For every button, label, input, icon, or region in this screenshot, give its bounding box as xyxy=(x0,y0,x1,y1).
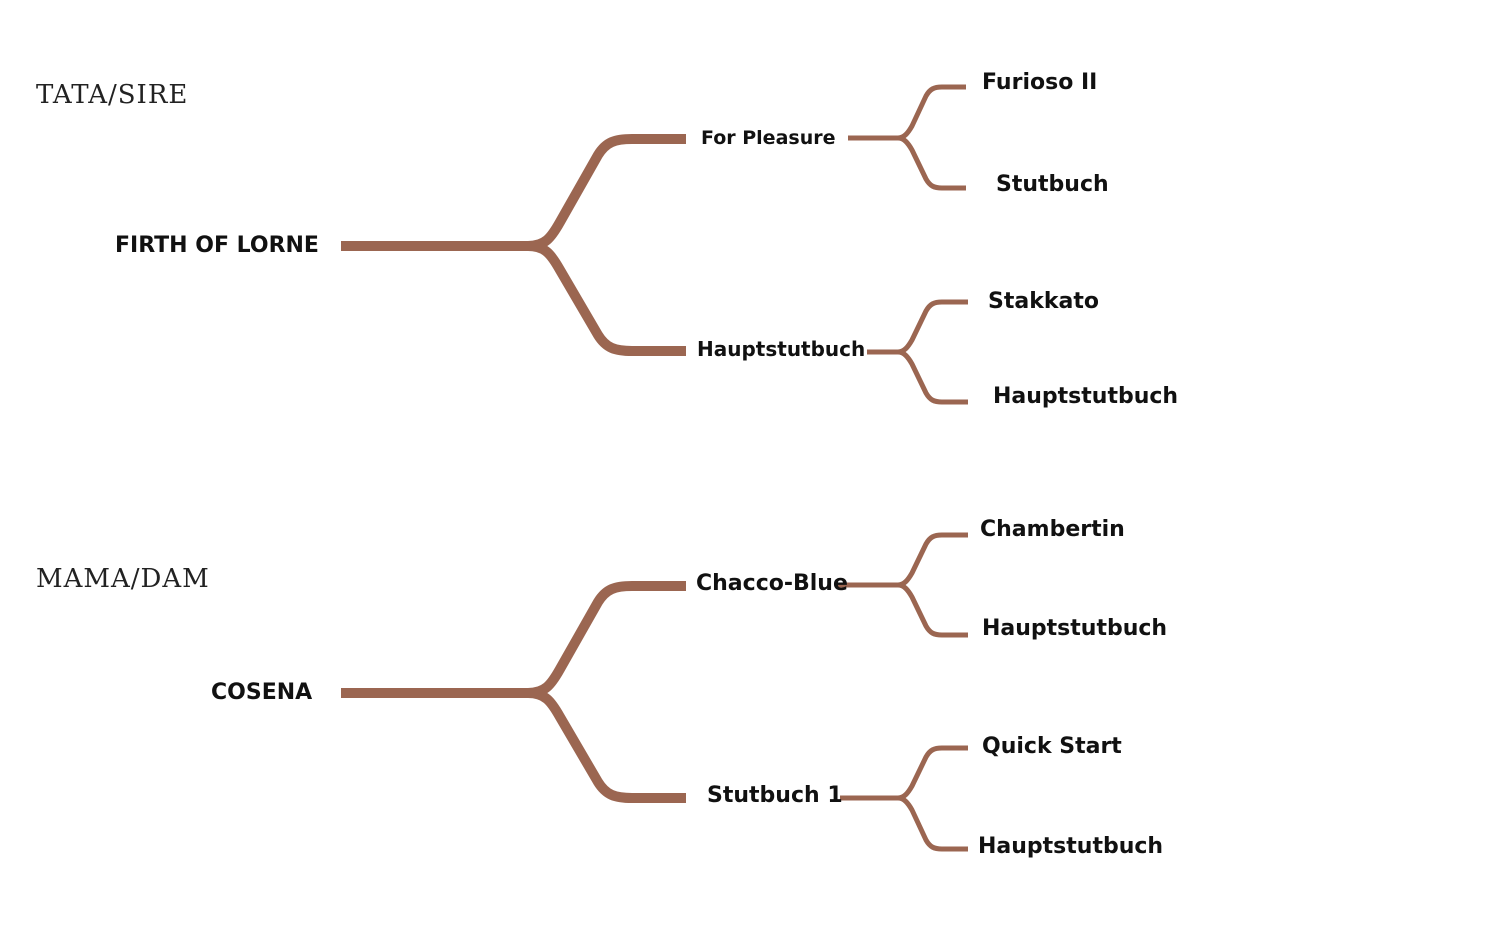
sire-root-lower-branch xyxy=(341,241,686,356)
sire-grandparent-2-name: Stutbuch xyxy=(996,172,1109,197)
dam-grandparent-3-name: Quick Start xyxy=(982,734,1122,759)
dam-root-upper-branch xyxy=(341,581,686,698)
dam-section-label: MAMA/DAM xyxy=(36,564,210,594)
dam-grandparent-2-name: Hauptstutbuch xyxy=(982,616,1168,641)
dam-parent-2-lower-branch xyxy=(840,795,968,852)
sire-root-upper-branch xyxy=(341,134,686,251)
sire-root-name: FIRTH OF LORNE xyxy=(115,233,319,258)
dam-parent-2-upper-branch xyxy=(840,745,968,801)
sire-grandparent-4-name: Hauptstutbuch xyxy=(993,384,1179,409)
dam-parent-2-name: Stutbuch 1 xyxy=(707,783,843,808)
dam-parent-1-lower-branch xyxy=(836,582,968,638)
dam-parent-1-name: Chacco-Blue xyxy=(696,571,848,596)
sire-parent-1-upper-branch xyxy=(848,84,966,141)
dam-grandparent-4-name: Hauptstutbuch xyxy=(978,834,1164,859)
sire-parent-2-name: Hauptstutbuch xyxy=(697,337,866,361)
dam-grandparent-1-name: Chambertin xyxy=(980,517,1125,542)
dam-root-name: COSENA xyxy=(211,680,313,705)
dam-parent-1-upper-branch xyxy=(836,532,968,588)
sire-parent-2-upper-branch xyxy=(867,299,968,355)
sire-parent-1-name: For Pleasure xyxy=(701,127,836,149)
sire-parent-2-lower-branch xyxy=(867,349,968,405)
branch-lines xyxy=(341,84,968,852)
sire-parent-1-lower-branch xyxy=(848,135,966,191)
sire-grandparent-1-name: Furioso II xyxy=(982,70,1098,95)
sire-grandparent-3-name: Stakkato xyxy=(988,289,1099,314)
dam-root-lower-branch xyxy=(341,688,686,803)
sire-section-label: TATA/SIRE xyxy=(36,80,189,110)
